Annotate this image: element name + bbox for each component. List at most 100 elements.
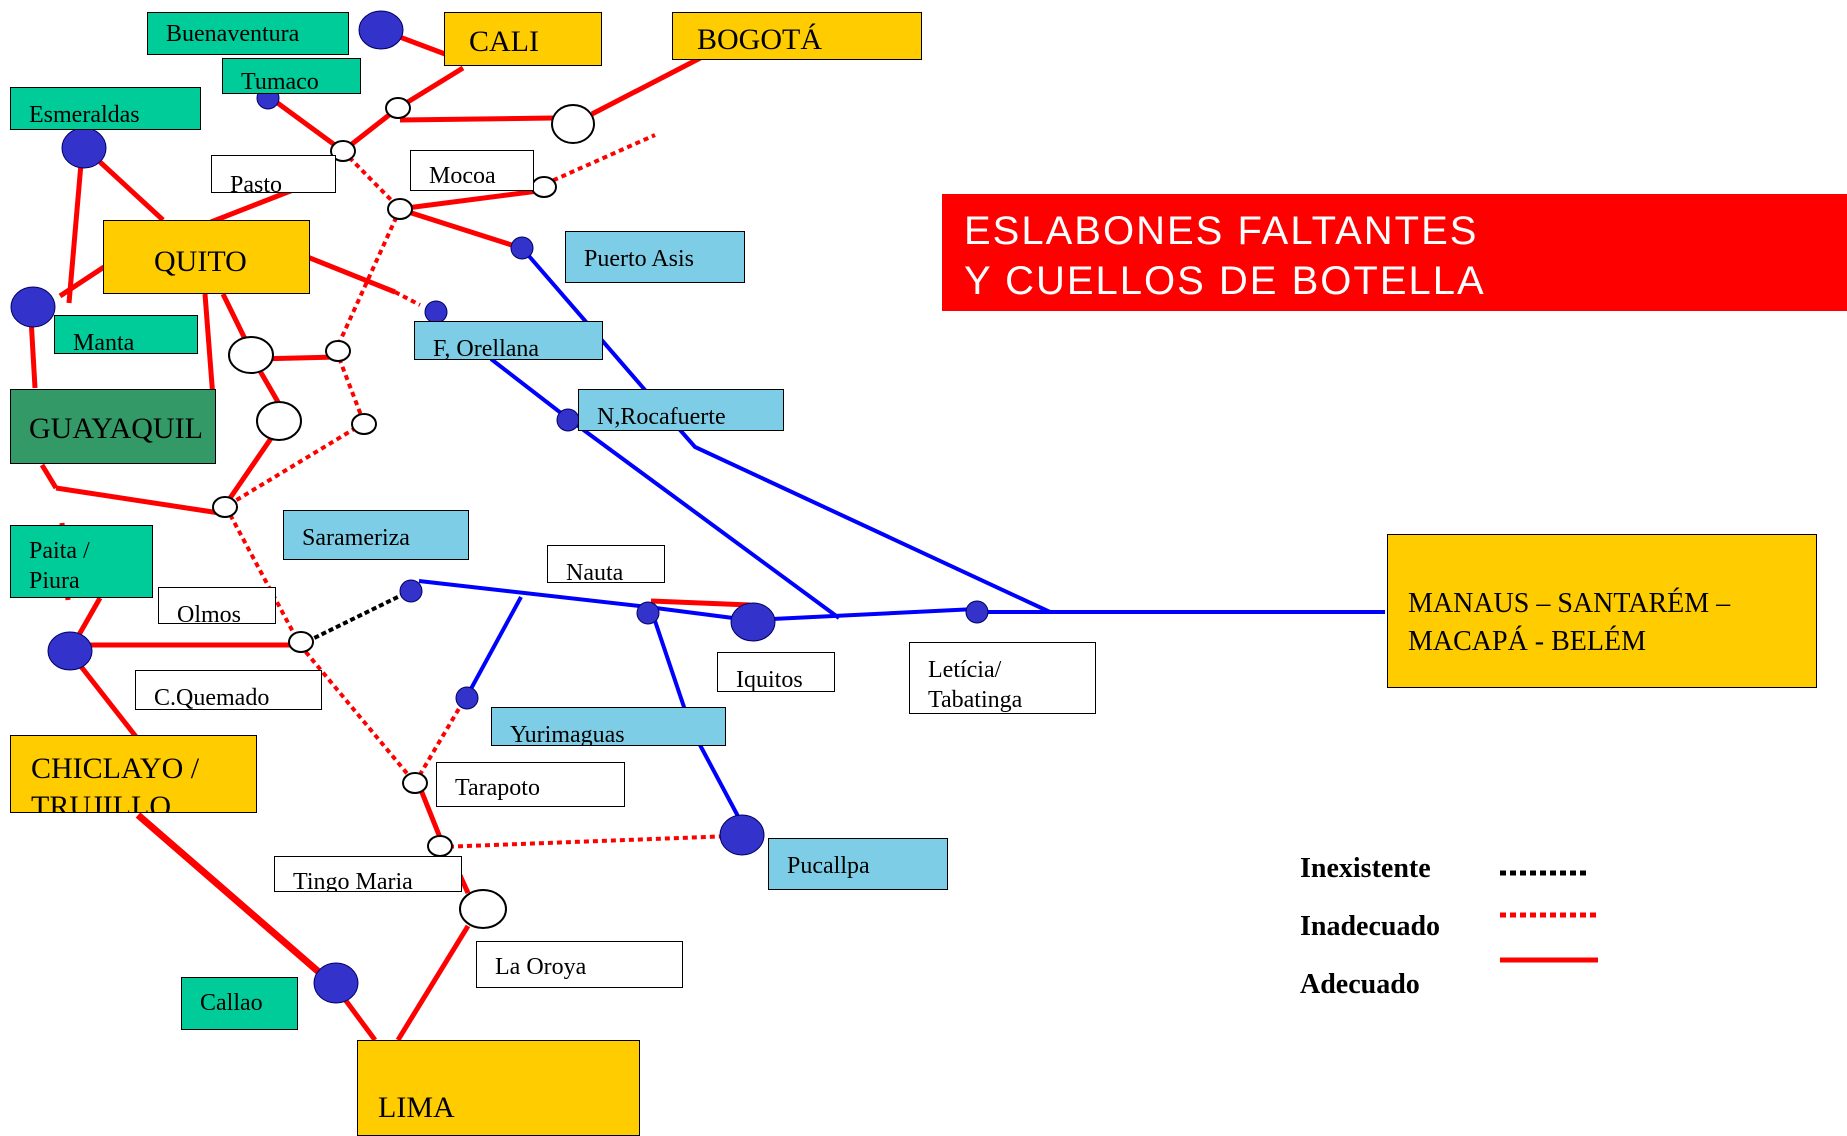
port-node xyxy=(730,602,776,642)
hub-node xyxy=(387,198,413,220)
label-manaus-belem: MANAUS – SANTARÉM –MACAPÁ - BELÉM xyxy=(1387,534,1817,688)
hub-node xyxy=(228,336,274,374)
missing-segment xyxy=(299,589,411,647)
label-guayaquil: GUAYAQUIL xyxy=(10,389,216,464)
port-node xyxy=(424,300,448,324)
waterway-segment xyxy=(647,605,734,620)
legend-samples xyxy=(1500,870,1598,963)
label-pasto: Pasto xyxy=(211,155,336,193)
label-tarapoto: Tarapoto xyxy=(436,762,625,807)
label-paita-piura: Paita /Piura xyxy=(10,525,153,598)
road-segment xyxy=(266,93,345,154)
label-c-quemado: C.Quemado xyxy=(135,670,322,710)
hub-node xyxy=(288,631,314,653)
label-n-rocafuerte: N,Rocafuerte xyxy=(578,389,784,431)
label-la-oroya: La Oroya xyxy=(476,941,683,988)
label-tumaco: Tumaco xyxy=(222,58,361,94)
road-segment xyxy=(70,653,139,740)
road-segment xyxy=(398,187,547,212)
hub-node xyxy=(330,140,356,162)
hub-node xyxy=(427,835,453,857)
port-node xyxy=(556,408,580,432)
road-segment xyxy=(399,115,554,123)
hub-node xyxy=(212,496,238,518)
road-segment-inadequate xyxy=(224,506,302,646)
hub-node xyxy=(351,413,377,435)
port-node xyxy=(47,631,93,671)
road-segment xyxy=(98,160,165,222)
label-puerto-asis: Puerto Asis xyxy=(565,231,745,283)
port-node xyxy=(399,579,423,603)
hub-node xyxy=(531,176,557,198)
label-buenaventura: Buenaventura xyxy=(147,12,349,55)
road-segment xyxy=(590,51,710,117)
hub-node xyxy=(402,772,428,794)
road-segment xyxy=(135,812,331,983)
road-segment-inadequate xyxy=(341,149,402,211)
label-iquitos: Iquitos xyxy=(717,652,835,692)
label-tingo-maria: Tingo Maria xyxy=(274,856,462,892)
road-segment xyxy=(58,264,106,299)
road-segment xyxy=(395,924,471,1042)
port-node xyxy=(358,10,404,50)
road-segment xyxy=(396,65,465,111)
road-segment-inadequate xyxy=(223,421,366,509)
title-banner: ESLABONES FALTANTES Y CUELLOS DE BOTELLA xyxy=(942,194,1847,311)
port-node xyxy=(455,686,479,710)
label-lima: LIMA xyxy=(357,1040,640,1136)
legend-label-adequate: Adecuado xyxy=(1300,969,1420,1000)
road-segment-inadequate xyxy=(298,643,417,785)
hub-node xyxy=(459,889,507,929)
label-bogota: BOGOTÁ xyxy=(672,12,922,60)
label-cali: CALI xyxy=(444,12,602,66)
roads-adequate xyxy=(28,27,751,1042)
waterway-segment xyxy=(752,607,977,622)
label-pucallpa: Pucallpa xyxy=(768,838,948,890)
label-sarameriza: Sarameriza xyxy=(283,510,469,560)
links-missing xyxy=(299,589,411,647)
road-segment-inadequate xyxy=(439,834,734,849)
legend-label-inadequate: Inadecuado xyxy=(1300,911,1441,942)
road-segment xyxy=(398,206,522,251)
road-segment-inadequate xyxy=(334,208,402,351)
label-chiclayo-trujillo: CHICLAYO /TRUJILLO xyxy=(10,735,257,813)
road-segment xyxy=(202,293,216,399)
road-segment xyxy=(304,253,396,295)
roads-inadequate xyxy=(223,133,734,849)
port-node xyxy=(719,814,765,856)
hub-node xyxy=(385,97,411,119)
label-f-orellana: F, Orellana xyxy=(414,321,603,360)
waterway-segment xyxy=(651,614,687,711)
road-segment-inadequate xyxy=(394,290,421,307)
road-segment xyxy=(650,598,751,608)
hub-nodes xyxy=(212,97,595,929)
road-segment xyxy=(210,187,294,225)
label-mocoa: Mocoa xyxy=(410,150,534,191)
waterway-segment xyxy=(489,357,572,422)
port-node xyxy=(313,962,359,1004)
road-segment xyxy=(220,292,249,343)
label-nauta: Nauta xyxy=(547,545,665,583)
title-line-2: Y CUELLOS DE BOTELLA xyxy=(964,259,1486,303)
port-node xyxy=(10,286,56,328)
waterway-segment xyxy=(698,744,742,821)
road-segment xyxy=(66,151,85,304)
title-line-1: ESLABONES FALTANTES xyxy=(964,209,1479,253)
legend-label-missing: Inexistente xyxy=(1300,853,1431,884)
road-segment-inadequate xyxy=(334,349,366,424)
road-segment-inadequate xyxy=(413,693,469,785)
waterway-segment xyxy=(520,246,647,392)
label-quito: QUITO xyxy=(103,220,310,294)
waterway-segment xyxy=(418,579,649,609)
road-segment-inadequate xyxy=(544,133,656,186)
port-nodes xyxy=(10,10,989,1004)
waterway-segment xyxy=(464,596,523,699)
road-segment xyxy=(55,485,227,517)
port-node xyxy=(61,127,107,169)
port-node xyxy=(965,600,989,624)
waterway-segment xyxy=(568,418,841,620)
label-olmos: Olmos xyxy=(158,587,276,624)
port-node xyxy=(510,236,534,260)
road-segment xyxy=(39,463,59,490)
